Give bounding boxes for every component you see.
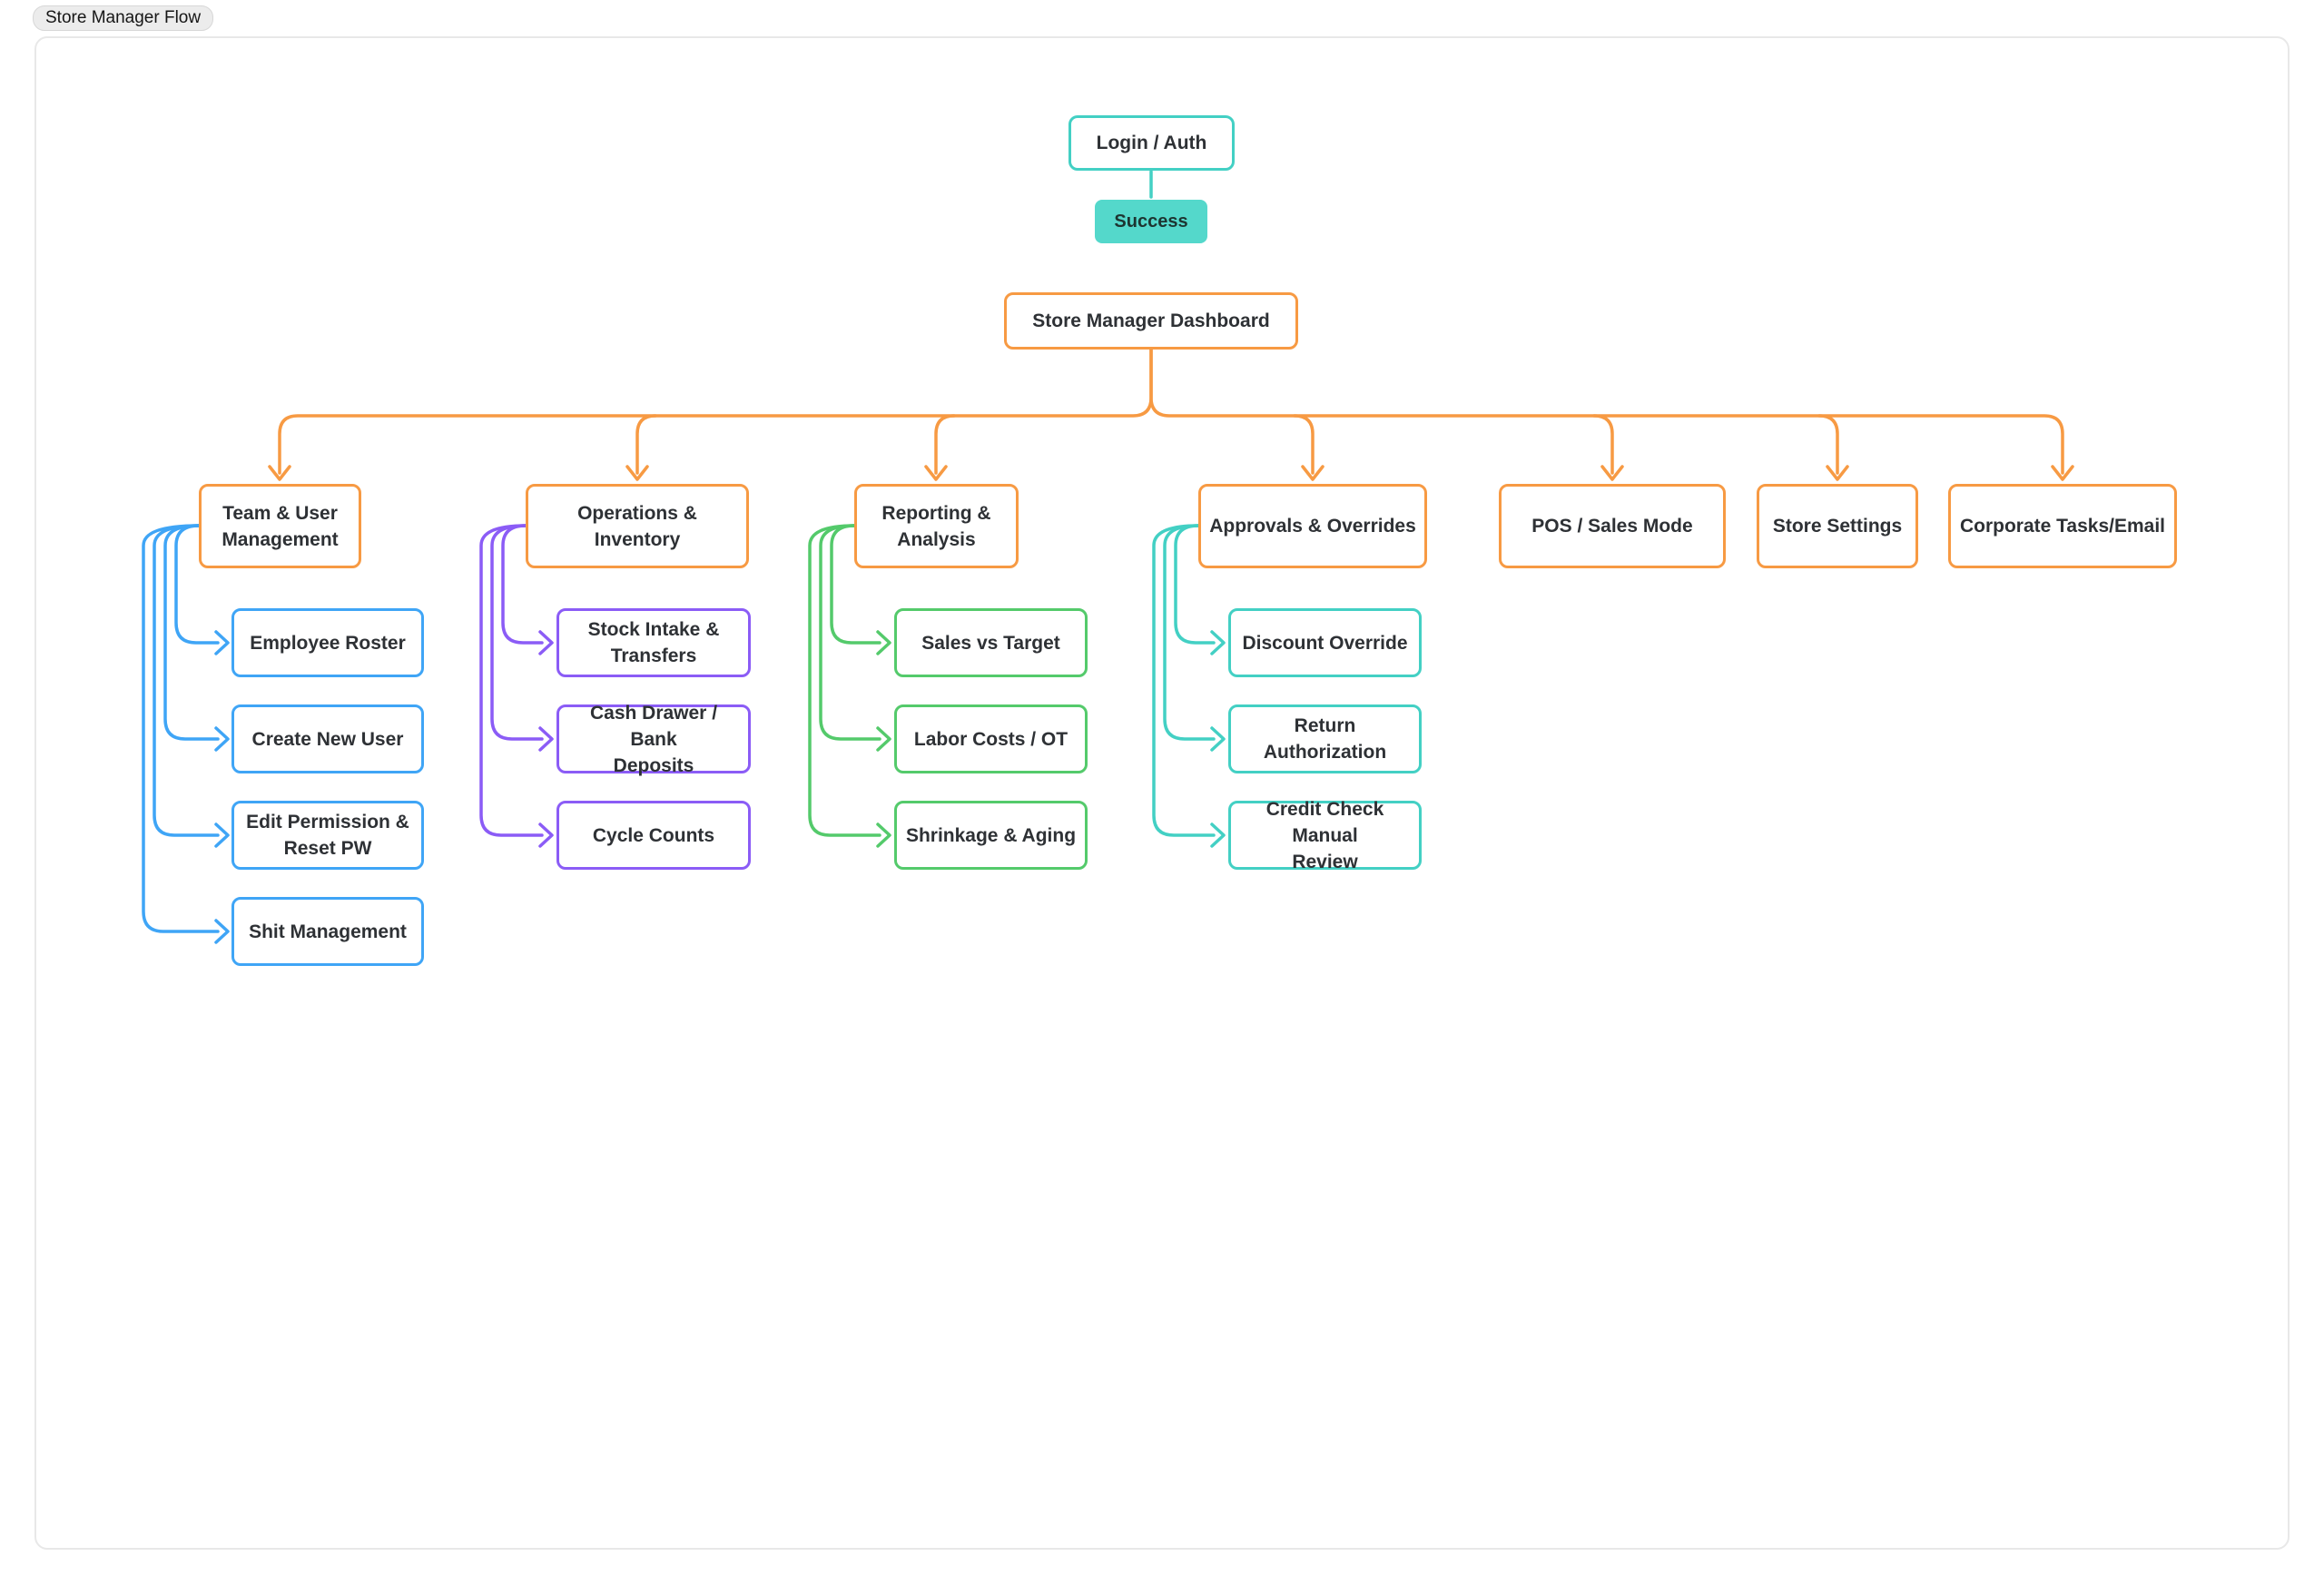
edge-label-success[interactable]: Success bbox=[1095, 200, 1207, 243]
node-cycle-counts[interactable]: Cycle Counts bbox=[556, 801, 751, 870]
node-labor-costs-ot[interactable]: Labor Costs / OT bbox=[894, 704, 1088, 773]
node-stock-intake-transfers[interactable]: Stock Intake & Transfers bbox=[556, 608, 751, 677]
node-edit-permission-reset-pw[interactable]: Edit Permission & Reset PW bbox=[231, 801, 424, 870]
node-store-manager-dashboard[interactable]: Store Manager Dashboard bbox=[1004, 292, 1298, 350]
node-shit-management[interactable]: Shit Management bbox=[231, 897, 424, 966]
node-return-authorization[interactable]: Return Authorization bbox=[1228, 704, 1422, 773]
node-operations-inventory[interactable]: Operations & Inventory bbox=[526, 484, 749, 568]
node-cash-drawer-bank-deposits[interactable]: Cash Drawer / Bank Deposits bbox=[556, 703, 751, 776]
node-pos-sales-mode[interactable]: POS / Sales Mode bbox=[1499, 484, 1726, 568]
node-store-settings[interactable]: Store Settings bbox=[1757, 484, 1918, 568]
node-sales-vs-target[interactable]: Sales vs Target bbox=[894, 608, 1088, 677]
node-shrinkage-aging[interactable]: Shrinkage & Aging bbox=[894, 801, 1088, 870]
node-login-auth[interactable]: Login / Auth bbox=[1068, 115, 1235, 171]
node-approvals-overrides[interactable]: Approvals & Overrides bbox=[1198, 484, 1427, 568]
node-create-new-user[interactable]: Create New User bbox=[231, 704, 424, 773]
node-employee-roster[interactable]: Employee Roster bbox=[231, 608, 424, 677]
node-team-user-management[interactable]: Team & User Management bbox=[199, 484, 361, 568]
node-corporate-tasks-email[interactable]: Corporate Tasks/Email bbox=[1948, 484, 2177, 568]
node-credit-check-manual-review[interactable]: Credit Check Manual Review bbox=[1228, 799, 1422, 872]
node-reporting-analysis[interactable]: Reporting & Analysis bbox=[854, 484, 1019, 568]
node-discount-override[interactable]: Discount Override bbox=[1228, 608, 1422, 677]
diagram-canvas bbox=[34, 36, 2290, 1550]
tab-store-manager-flow[interactable]: Store Manager Flow bbox=[33, 5, 214, 31]
